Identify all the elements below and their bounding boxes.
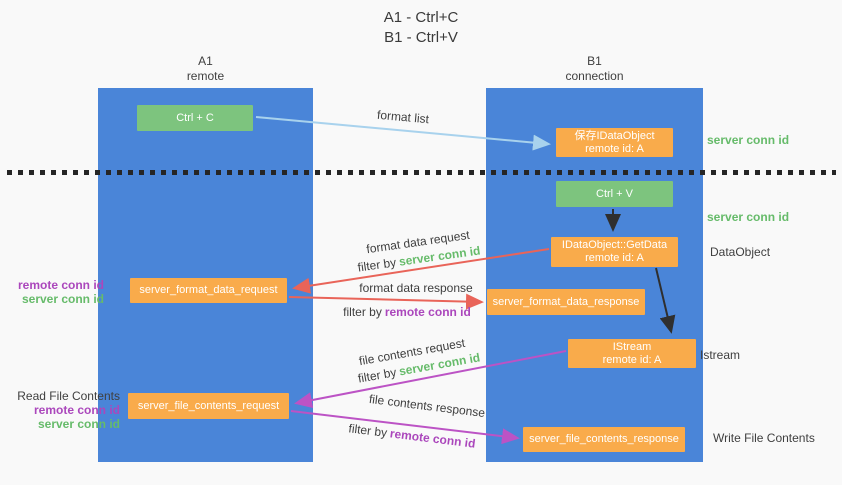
ctrl-c-label: Ctrl + C xyxy=(176,111,214,124)
remote-conn-id-text: remote conn id xyxy=(384,305,471,319)
lane-a1-subtitle: remote xyxy=(186,69,225,83)
istream-side-label: Istream xyxy=(700,348,741,362)
lane-b1-title: B1 xyxy=(587,54,602,68)
file-contents-response-arrow xyxy=(290,410,520,445)
save-idataobject-box: 保存IDataObject remote id: A xyxy=(556,128,673,157)
remote-conn-id-label-left-2: remote conn id xyxy=(33,403,120,417)
write-file-contents-label: Write File Contents xyxy=(713,431,815,445)
ctrl-v-box: Ctrl + V xyxy=(556,181,673,207)
server-format-data-response-box: server_format_data_response xyxy=(487,289,645,315)
server-conn-id-label-left: server conn id xyxy=(21,292,104,306)
save-idataobject-line2: remote id: A xyxy=(585,142,644,155)
istream-line1: IStream xyxy=(612,340,652,353)
left-conn-id-labels: remote conn id server conn id xyxy=(8,278,104,306)
lane-a1-title: A1 xyxy=(198,54,213,68)
server-conn-id-label-left-2: server conn id xyxy=(37,417,120,431)
server-format-data-request-label: server_format_data_request xyxy=(139,284,278,296)
phase-divider xyxy=(7,170,836,175)
format-data-request-arrow xyxy=(292,248,550,294)
diagram-title-line2: B1 - Ctrl+V xyxy=(384,29,458,46)
diagram-title-line1: A1 - Ctrl+C xyxy=(383,9,459,26)
server-file-contents-response-box: server_file_contents_response xyxy=(523,427,685,452)
server-file-contents-response-label: server_file_contents_response xyxy=(529,433,679,445)
dataobject-label: DataObject xyxy=(710,245,771,259)
idataobject-getdata-line1: IDataObject::GetData xyxy=(561,239,668,251)
server-format-data-request-box: server_format_data_request xyxy=(130,278,287,303)
istream-line2: remote id: A xyxy=(602,353,662,366)
read-file-contents-label: Read File Contents xyxy=(17,389,120,403)
idataobject-getdata-line2: remote id: A xyxy=(585,252,644,264)
idataobject-getdata-box: IDataObject::GetData remote id: A xyxy=(551,237,678,267)
file-contents-request-arrow xyxy=(294,350,567,409)
lane-b1-subtitle: connection xyxy=(565,69,624,83)
server-format-data-response-label: server_format_data_response xyxy=(492,295,640,308)
ctrl-v-label: Ctrl + V xyxy=(596,187,633,200)
ctrl-c-box: Ctrl + C xyxy=(137,105,253,131)
istream-box: IStream remote id: A xyxy=(568,339,696,368)
getdata-to-istream-arrow xyxy=(655,267,676,334)
save-idataobject-line1: 保存IDataObject xyxy=(574,129,655,142)
server-file-contents-request-label: server_file_contents_request xyxy=(137,399,280,412)
lane-b1-header: B1 connection xyxy=(486,54,703,84)
read-file-contents-block: Read File Contents remote conn id server… xyxy=(8,389,120,431)
format-data-response-label: format data response xyxy=(359,281,473,295)
server-file-contents-request-box: server_file_contents_request xyxy=(128,393,289,419)
lane-a1-header: A1 remote xyxy=(98,54,313,84)
server-conn-id-label-right-1: server conn id xyxy=(707,133,790,147)
diagram-title: A1 - Ctrl+C B1 - Ctrl+V xyxy=(0,8,842,48)
format-list-arrow xyxy=(255,116,551,151)
format-data-response-arrow xyxy=(288,293,484,310)
filter-by-text: filter by xyxy=(343,305,382,319)
remote-conn-id-label-left: remote conn id xyxy=(17,278,104,292)
server-conn-id-label-right-2: server conn id xyxy=(707,210,790,224)
